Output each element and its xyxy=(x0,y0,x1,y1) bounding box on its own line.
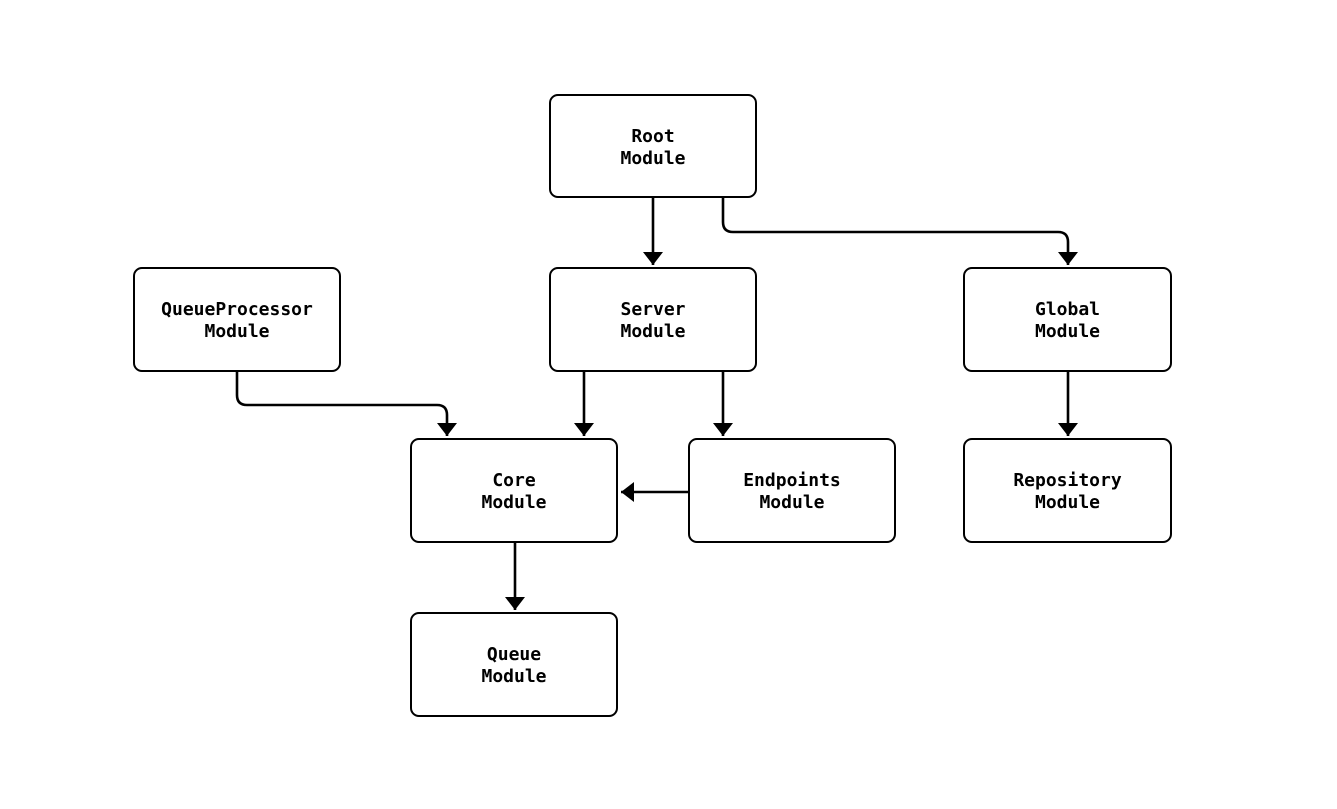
node-endpoints-module-label: Endpoints Module xyxy=(743,470,841,513)
node-server-module-label: Server Module xyxy=(620,299,686,342)
node-endpoints-module: Endpoints Module xyxy=(688,438,896,543)
node-repository-module-label: Repository Module xyxy=(1013,470,1122,513)
edge-queueprocessor-to-core xyxy=(235,372,457,436)
node-global-module: Global Module xyxy=(963,267,1172,372)
node-global-module-label: Global Module xyxy=(1034,299,1101,342)
node-repository-module: Repository Module xyxy=(963,438,1172,543)
node-queueprocessor-module-label: QueueProcessor Module xyxy=(161,299,313,342)
node-root-module: Root Module xyxy=(549,94,757,198)
node-server-module: Server Module xyxy=(549,267,757,372)
node-queue-module: Queue Module xyxy=(410,612,618,717)
node-queueprocessor-module: QueueProcessor Module xyxy=(133,267,341,372)
node-root-module-label: Root Module xyxy=(620,125,686,169)
node-core-module: Core Module xyxy=(410,438,618,543)
edge-root-to-global xyxy=(721,198,1078,265)
node-core-module-label: Core Module xyxy=(481,470,547,513)
node-queue-module-label: Queue Module xyxy=(481,644,547,687)
